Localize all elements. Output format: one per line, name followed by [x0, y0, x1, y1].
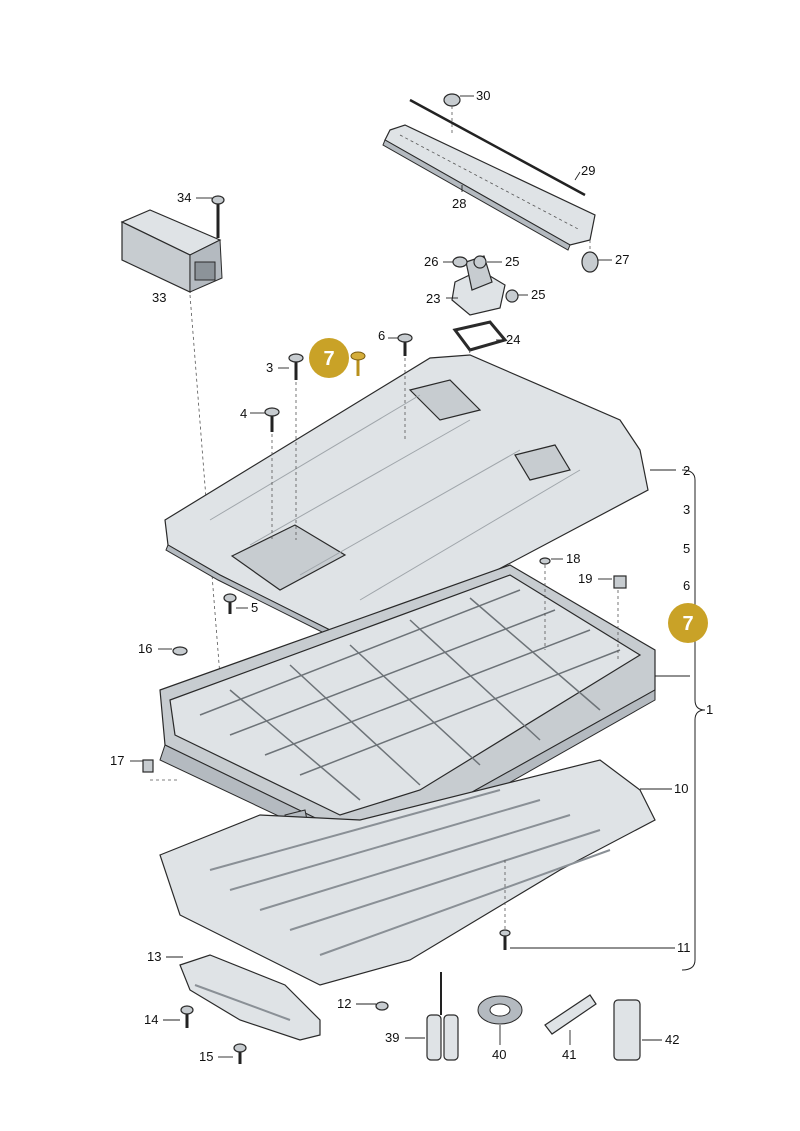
label-29: 29: [581, 163, 595, 178]
label-5-cover: 5: [251, 600, 258, 615]
label-13: 13: [147, 949, 161, 964]
label-25-side: 25: [531, 287, 545, 302]
label-41: 41: [562, 1047, 576, 1062]
badge-top-text: 7: [323, 348, 334, 370]
label-42: 42: [665, 1032, 679, 1047]
label-40: 40: [492, 1047, 506, 1062]
consumables: [426, 972, 641, 1061]
label-6-cover: 6: [378, 328, 385, 343]
label-11: 11: [677, 940, 691, 955]
grouping-bracket: [130, 95, 706, 1058]
label-18: 18: [566, 551, 580, 566]
label-12: 12: [337, 996, 351, 1011]
label-6-list: 6: [683, 578, 690, 593]
label-10: 10: [674, 781, 688, 796]
rail-assembly: [382, 93, 599, 273]
callout-badge-top: 7: [309, 338, 349, 378]
label-39: 39: [385, 1030, 399, 1045]
label-28: 28: [452, 196, 466, 211]
label-4: 4: [240, 406, 247, 421]
control-module: [120, 195, 226, 741]
connector-assembly: [451, 255, 519, 371]
label-33: 33: [152, 290, 166, 305]
side-bracket: [179, 954, 389, 1064]
label-34: 34: [177, 190, 191, 205]
label-26: 26: [424, 254, 438, 269]
label-14: 14: [144, 1012, 158, 1027]
badge-side-text: 7: [682, 613, 693, 635]
label-1: 1: [706, 702, 713, 717]
label-27: 27: [615, 252, 629, 267]
battery-top-cover: [164, 354, 649, 641]
label-24: 24: [506, 332, 520, 347]
label-25-top: 25: [505, 254, 519, 269]
label-30: 30: [476, 88, 490, 103]
label-2: 2: [683, 463, 690, 478]
label-3-cover: 3: [266, 360, 273, 375]
callout-badge-side: 7: [668, 603, 708, 643]
label-23: 23: [426, 291, 440, 306]
label-16: 16: [138, 641, 152, 656]
label-15: 15: [199, 1049, 213, 1064]
label-17: 17: [110, 753, 124, 768]
underbody-plate: [159, 759, 656, 986]
label-3-list: 3: [683, 502, 690, 517]
housing-small-parts: [142, 557, 627, 781]
label-19: 19: [578, 571, 592, 586]
label-5-list: 5: [683, 541, 690, 556]
part-labels: 30 29 28 34 33 26 25 27 23 25 24 6 3 4 2…: [110, 88, 713, 1064]
battery-housing: [159, 564, 656, 846]
